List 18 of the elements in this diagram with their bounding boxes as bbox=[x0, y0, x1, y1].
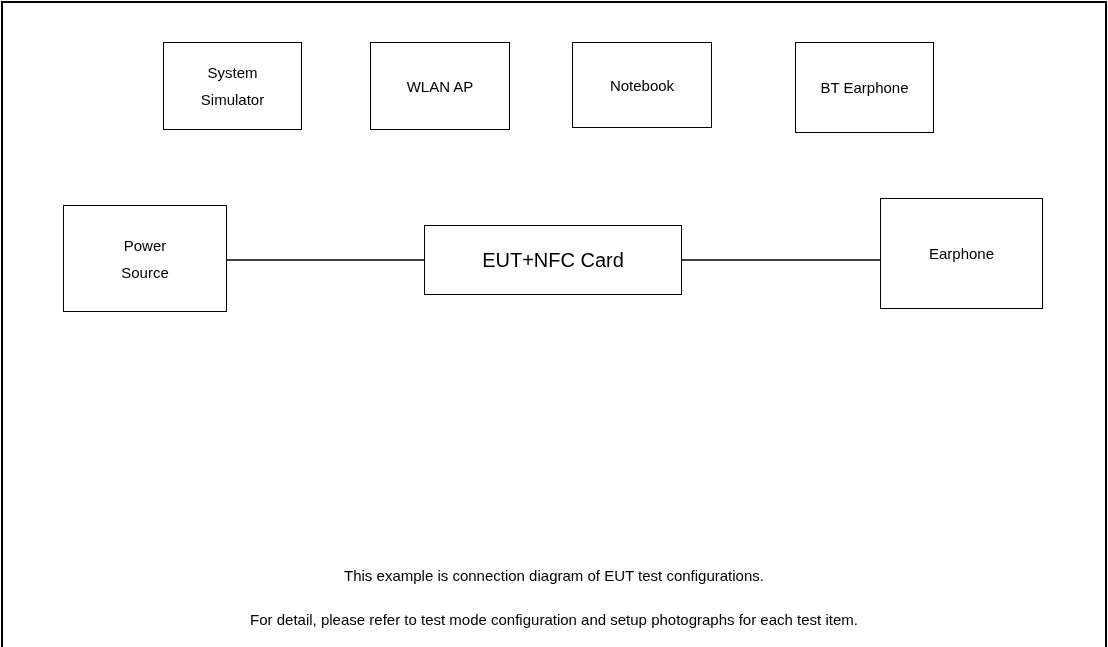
device-box bbox=[572, 42, 712, 128]
device-box bbox=[163, 42, 302, 130]
device-label: BT Earphone bbox=[820, 78, 909, 98]
connection-line bbox=[681, 259, 881, 261]
device-box bbox=[880, 198, 1043, 309]
device-label: Notebook bbox=[609, 75, 675, 96]
device-box bbox=[370, 42, 510, 130]
device-label: EUT+NFC Card bbox=[482, 247, 624, 273]
connection-line bbox=[226, 259, 425, 261]
device-label: Earphone bbox=[928, 244, 995, 264]
device-label: System Simulator bbox=[199, 63, 266, 110]
device-box bbox=[795, 42, 934, 133]
device-box bbox=[424, 225, 682, 295]
device-label: Power Source bbox=[120, 235, 170, 283]
device-box bbox=[63, 205, 227, 312]
note-text: For detail, please refer to test mode configuration and setup photographs for each test item. bbox=[250, 611, 858, 628]
device-label: WLAN AP bbox=[406, 76, 474, 97]
note-text: This example is connection diagram of EUT test configurations. bbox=[344, 567, 764, 584]
